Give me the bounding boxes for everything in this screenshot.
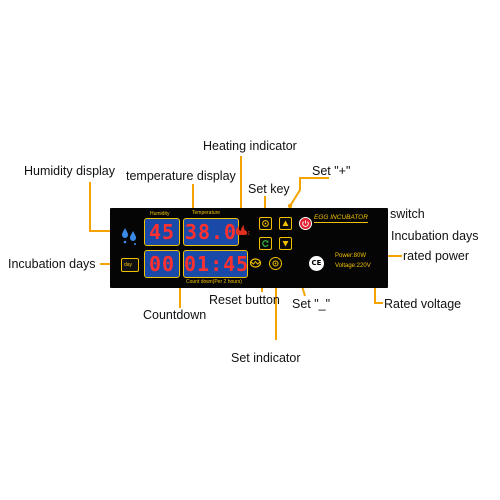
temperature-caption: Temperature [192,210,221,216]
set-key-button[interactable] [259,217,272,230]
voltage-spec: Voltage:220V [335,263,371,269]
minus-button[interactable] [279,237,292,250]
plus-button[interactable] [279,217,292,230]
humidity-display: 45 [144,218,180,246]
label-set-key: Set key [248,182,290,196]
countdown-caption: Count down(Per 2 hours) [186,279,242,285]
label-reset-button: Reset button [209,293,280,307]
gear-icon [262,220,269,227]
label-incubation-days-right: Incubation days [391,229,479,243]
heating-indicator-icon: °C [235,225,250,237]
leader-set-plus [289,177,329,207]
label-rated-power: rated power [403,249,470,263]
countdown-display: 01:45 [183,250,250,278]
label-rated-voltage: Rated voltage [384,297,462,311]
egg-hatch-icon [249,258,262,268]
day-icon-text: day [124,262,133,268]
label-set-indicator: Set indicator [231,351,301,365]
brand-label: EGG INCUBATOR [314,214,368,223]
incubator-control-panel: Humidity Temperature 45 38.0 °C day 00 0… [110,208,388,288]
reset-button[interactable] [259,237,272,250]
label-temperature-display: temperature display [126,169,236,183]
label-incubation-days-left: Incubation days [8,257,96,271]
power-switch-button[interactable] [299,217,312,230]
arrow-up-icon [282,220,289,227]
svg-text:°C: °C [245,231,250,237]
power-spec: Power:80W [335,253,367,259]
gear-indicator-icon [272,260,279,267]
incubation-days-display: 00 [144,250,180,278]
label-countdown: Countdown [143,308,207,322]
humidity-caption: Humidity [150,211,170,217]
label-set-minus: Set "_" [292,297,331,311]
label-humidity-display: Humidity display [24,164,116,178]
temperature-display: 38.0 [183,218,239,246]
label-heating-indicator: Heating indicator [203,139,297,153]
ce-mark: CE [309,256,324,271]
power-icon [302,220,309,227]
refresh-icon [262,240,269,247]
label-switch: switch [390,207,425,221]
incubation-days-button[interactable] [249,257,262,268]
humidity-icon [122,228,136,245]
arrow-down-icon [282,240,289,247]
label-set-plus: Set "+" [312,164,351,178]
calendar-day-icon: day [121,258,139,272]
set-indicator-button[interactable] [269,257,282,270]
